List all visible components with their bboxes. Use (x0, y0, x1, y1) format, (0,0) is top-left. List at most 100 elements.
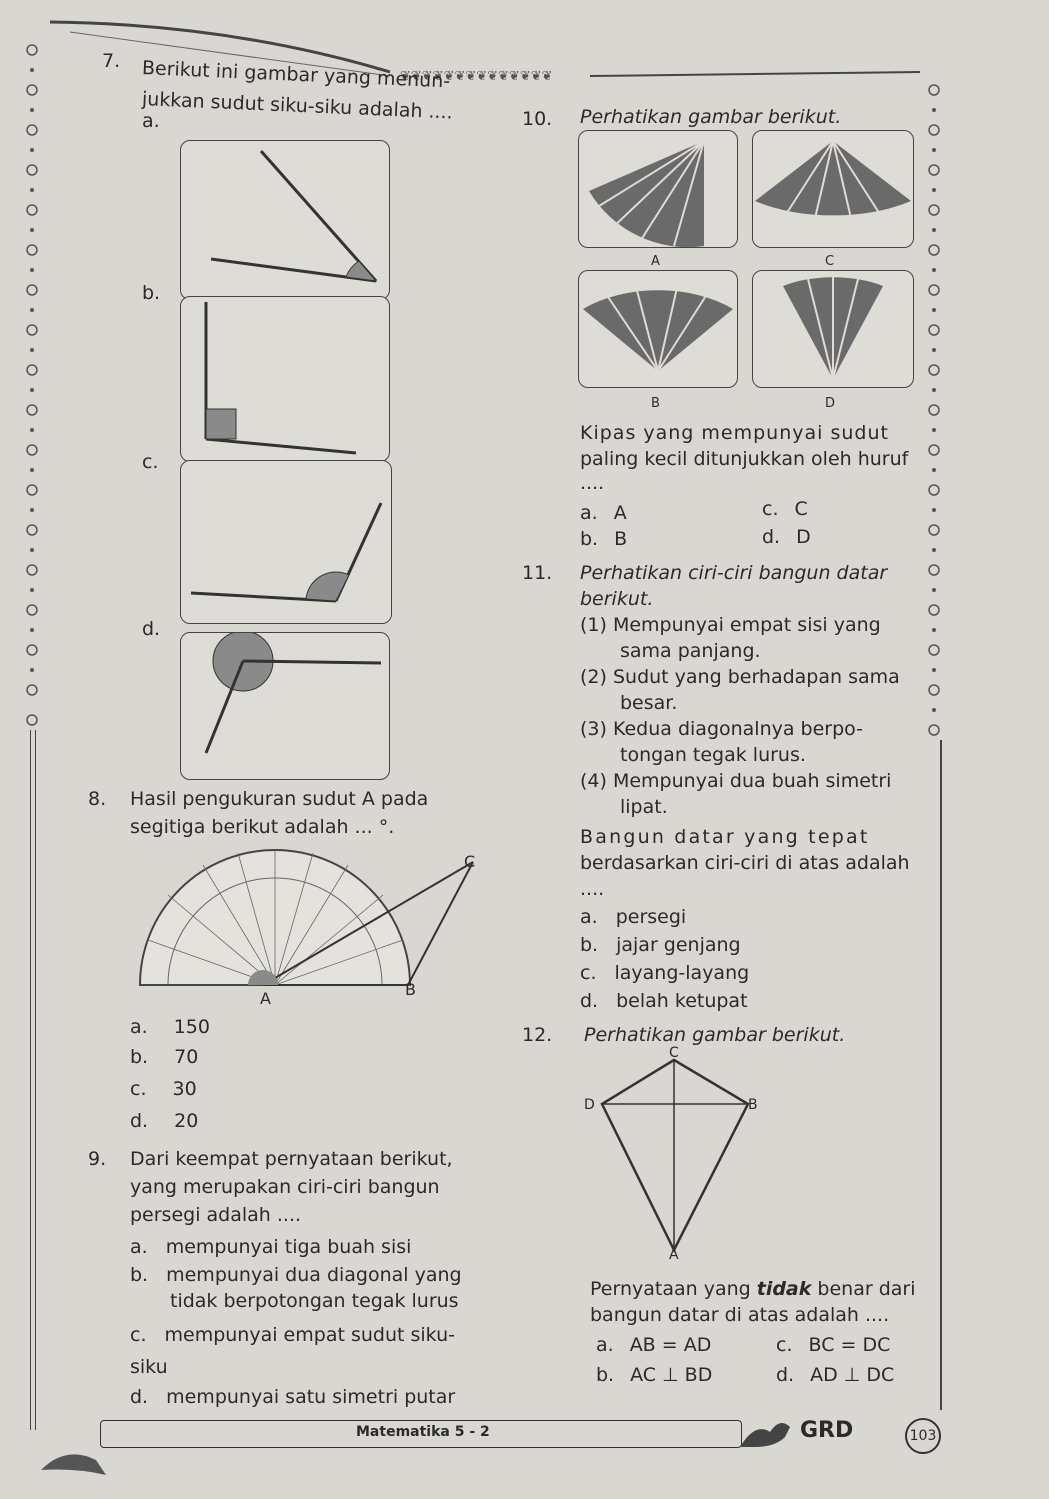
q11-line1: Perhatikan ciri-ciri bangun datar (580, 562, 888, 584)
q8-option-c-letter: c. (130, 1078, 147, 1100)
q11-option-a-text: persegi (615, 906, 687, 928)
q12-option-b-letter: b. (596, 1364, 615, 1386)
q7-figure-d (180, 630, 390, 780)
q12-option-a-text: AB = AD (629, 1334, 712, 1356)
q7-option-d[interactable]: d. (142, 618, 161, 640)
q9-option-a-text: mempunyai tiga buah sisi (165, 1236, 412, 1258)
q10-option-d[interactable]: d.D (762, 524, 811, 551)
q12-option-a[interactable]: a. AB = AD (596, 1332, 711, 1359)
q9-option-d-text: mempunyai satu simetri putar (166, 1386, 456, 1408)
q7-number: 7. (102, 50, 121, 72)
q12-option-c[interactable]: c. BC = DC (776, 1332, 890, 1359)
q11-item-3: (3) Kedua diagonalnya berpo- (580, 716, 863, 743)
q11-option-c[interactable]: c.layang-layang (580, 960, 749, 987)
q11-option-a-letter: a. (580, 906, 598, 928)
q7-option-c[interactable]: c. (142, 451, 159, 473)
q8-option-b[interactable]: b. 70 (130, 1044, 198, 1071)
q10-option-c-letter: c. (762, 498, 779, 520)
q11-item-1-line2: sama panjang. (620, 640, 761, 662)
q10-option-b-text: B (614, 528, 628, 550)
q8-label-a: A (260, 989, 271, 1008)
q11-item-3-num: (3) (580, 718, 607, 740)
q9-line2: yang merupakan ciri-ciri bangun (130, 1176, 440, 1198)
q10-option-d-text: D (796, 526, 811, 548)
q8-option-d[interactable]: d. 20 (130, 1108, 198, 1135)
q11-item-1-text: Mempunyai empat sisi yang (612, 614, 881, 636)
q10-fan-label-c: C (825, 254, 835, 269)
q10-option-a-letter: a. (580, 502, 598, 524)
q11-option-d-text: belah ketupat (616, 990, 748, 1012)
q10-fan-b (578, 270, 738, 388)
q11-item-4: (4) Mempunyai dua buah simetri (580, 768, 891, 795)
q12-option-c-text: BC = DC (808, 1334, 891, 1356)
q10-fan-label-a: A (651, 254, 660, 269)
q7-figure-b (180, 296, 390, 462)
q11-option-a[interactable]: a. persegi (580, 904, 686, 931)
q9-option-b[interactable]: b.mempunyai dua diagonal yang (130, 1262, 462, 1289)
q9-option-c[interactable]: c. mempunyai empat sudut siku- (130, 1322, 455, 1349)
q7-figure-c (180, 460, 392, 624)
svg-text:❦❦❦❦❦❦❦❦❦❦❦❦❦❦: ❦❦❦❦❦❦❦❦❦❦❦❦❦❦ (400, 69, 553, 84)
footer-brand: GRD (800, 1418, 854, 1443)
q8-option-a[interactable]: a.150 (130, 1014, 210, 1041)
q10-option-b[interactable]: b. B (580, 526, 627, 553)
q10-option-c-text: C (794, 498, 808, 520)
right-margin-line (940, 740, 942, 1410)
q8-protractor-figure (138, 849, 474, 986)
q8-option-c[interactable]: c.30 (130, 1076, 197, 1103)
q8-option-d-letter: d. (130, 1110, 149, 1132)
q11-option-b[interactable]: b.jajar genjang (580, 932, 741, 959)
q11-item-1: (1) Mempunyai empat sisi yang (580, 612, 881, 639)
footer-page-number: 103 (905, 1418, 941, 1454)
q12-number: 12. (522, 1024, 553, 1046)
footer-book-title: Matematika 5 - 2 (356, 1424, 490, 1440)
q11-option-d[interactable]: d. belah ketupat (580, 988, 748, 1015)
q7-option-b[interactable]: b. (142, 282, 161, 304)
q9-line3: persegi adalah .... (130, 1204, 302, 1226)
q10-line1: Kipas yang mempunyai sudut (580, 422, 889, 444)
q10-option-b-letter: b. (580, 528, 599, 550)
q12-option-b[interactable]: b. AC ⊥ BD (596, 1362, 712, 1389)
q11-item-4-num: (4) (580, 770, 607, 792)
q9-option-a-letter: a. (130, 1236, 148, 1258)
q11-item-4-line2: lipat. (620, 796, 668, 818)
q7-option-a[interactable]: a. (142, 110, 160, 132)
q12-option-d-text: AD ⊥ DC (810, 1364, 895, 1386)
q12-line1-pre: Pernyataan yang (590, 1278, 757, 1300)
q11-item-4-text: Mempunyai dua buah simetri (612, 770, 892, 792)
q10-option-c[interactable]: c. C (762, 496, 808, 523)
q8-option-b-letter: b. (130, 1046, 149, 1068)
q11-option-d-letter: d. (580, 990, 599, 1012)
q10-fan-d (752, 270, 914, 388)
q12-label-c: C (669, 1045, 679, 1061)
q9-option-d[interactable]: d. mempunyai satu simetri putar (130, 1384, 455, 1411)
q12-option-c-letter: c. (776, 1334, 793, 1356)
q12-option-b-text: AC ⊥ BD (630, 1364, 713, 1386)
q9-option-c-text1: mempunyai empat sudut siku- (164, 1324, 455, 1346)
q8-option-a-letter: a. (130, 1016, 148, 1038)
q8-option-b-text: 70 (174, 1046, 199, 1068)
q9-option-c-letter: c. (130, 1324, 147, 1346)
q12-option-a-letter: a. (596, 1334, 614, 1356)
q9-line1: Dari keempat pernyataan berikut, (130, 1148, 453, 1170)
right-ornament-chain (928, 84, 940, 736)
q11-option-c-text: layang-layang (614, 962, 750, 984)
q12-kite-figure (600, 1058, 750, 1253)
q11-line2: berikut. (580, 588, 654, 610)
q10-fan-a (578, 130, 738, 248)
q9-option-d-letter: d. (130, 1386, 149, 1408)
q12-line2: bangun datar di atas adalah .... (590, 1304, 890, 1326)
q12-line1-emphasis: tidak (756, 1278, 812, 1300)
q9-option-a[interactable]: a. mempunyai tiga buah sisi (130, 1234, 411, 1261)
q8-option-d-text: 20 (174, 1110, 199, 1132)
q10-option-a[interactable]: a.A (580, 500, 627, 527)
q12-line1: Pernyataan yang tidak benar dari (590, 1276, 916, 1303)
q12-label-d: D (584, 1097, 595, 1113)
q12-option-d[interactable]: d.AD ⊥ DC (776, 1362, 894, 1389)
q9-option-b-text1: mempunyai dua diagonal yang (166, 1264, 462, 1286)
q11-option-b-text: jajar genjang (616, 934, 741, 956)
q10-fan-c (752, 130, 914, 248)
q11-number: 11. (522, 562, 553, 584)
footer-bar (100, 1420, 742, 1448)
q11-item-1-num: (1) (580, 614, 607, 636)
